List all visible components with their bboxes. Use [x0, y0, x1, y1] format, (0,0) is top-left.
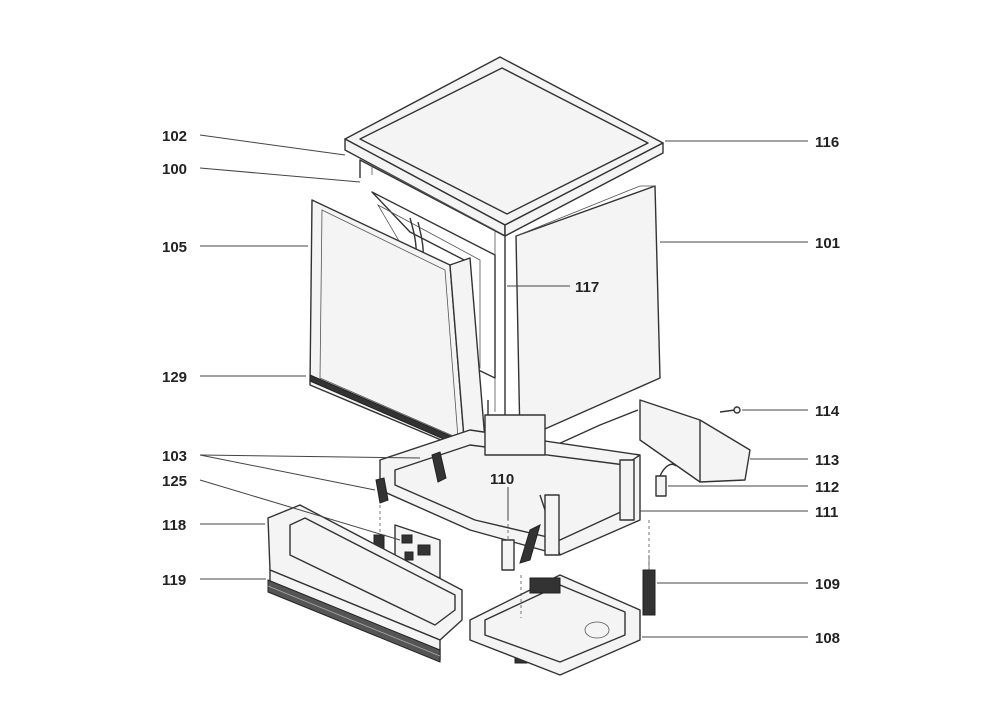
label-114: 114: [815, 403, 840, 420]
cabinet-body: [344, 56, 664, 451]
label-102: 102: [162, 128, 187, 145]
clip-part-103: [431, 451, 447, 483]
plinth-seal-part-119: [267, 579, 441, 663]
label-113: 113: [815, 452, 839, 469]
base-pan-part-108: [469, 574, 641, 676]
leader-lines: [199, 134, 808, 638]
label-105: 105: [162, 239, 187, 256]
label-117: 117: [575, 279, 599, 296]
label-109: 109: [815, 576, 840, 593]
label-100: 100: [162, 161, 187, 178]
label-108: 108: [815, 630, 840, 647]
plinth-part-118: [267, 504, 463, 661]
label-101: 101: [815, 235, 840, 252]
label-111: 111: [815, 504, 838, 521]
roller-part-110: [373, 534, 515, 571]
label-125: 125: [162, 473, 187, 490]
label-116: 116: [815, 134, 839, 151]
label-112: 112: [815, 479, 839, 496]
label-110: 110: [490, 471, 514, 488]
side-panel-part-101: [515, 185, 661, 441]
screw-part-114: [719, 406, 741, 414]
label-129: 129: [162, 369, 187, 386]
sensor-part-112: [655, 463, 677, 497]
side-rail-part-113: [639, 399, 751, 483]
part-labels: 102 100 105 129 103 125 118 119 116 101 …: [162, 128, 840, 647]
label-118: 118: [162, 517, 186, 534]
label-103: 103: [162, 448, 187, 465]
label-119: 119: [162, 572, 186, 589]
base-frame-part-111: [375, 414, 641, 564]
